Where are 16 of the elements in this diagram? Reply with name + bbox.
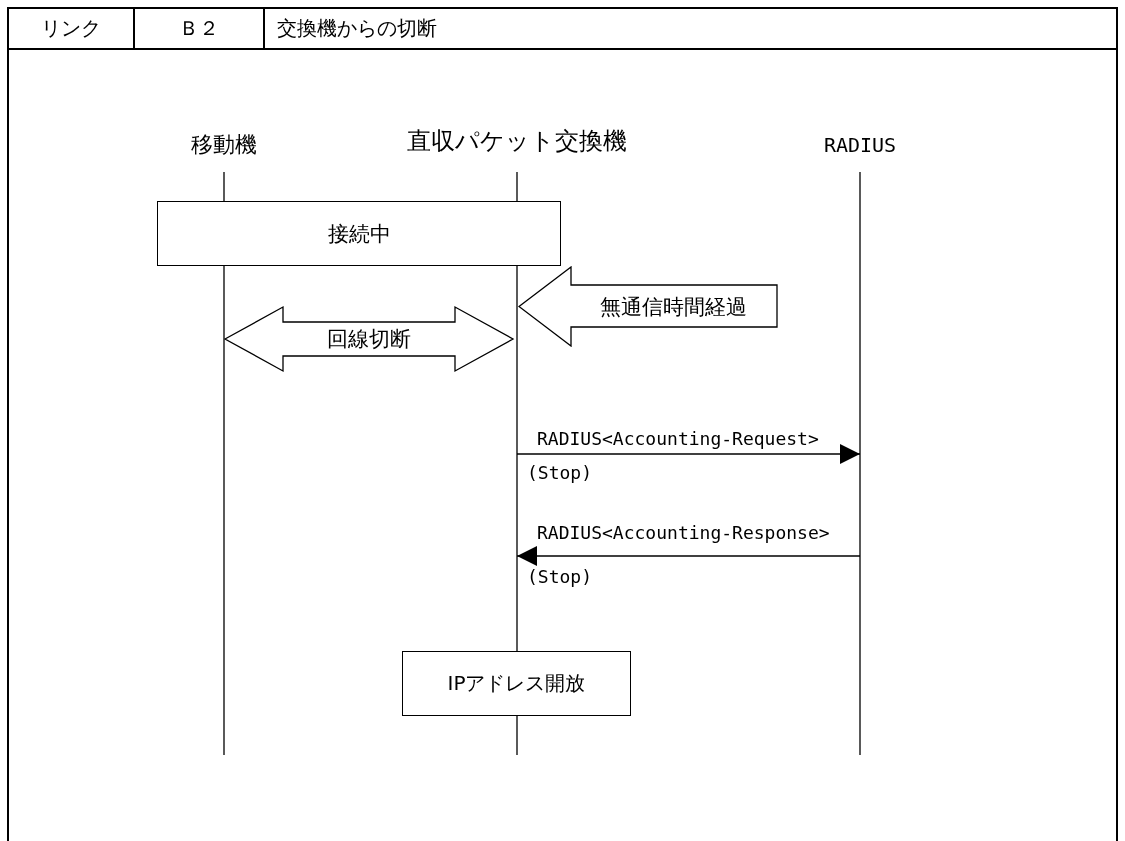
message-note: (Stop): [527, 462, 593, 484]
header-cell: Ｂ２: [135, 8, 265, 49]
message-arrow: [516, 444, 861, 464]
header-cell: リンク: [8, 8, 135, 49]
edge-label: RADIUS<Accounting-Request>: [537, 428, 819, 450]
edge-label: RADIUS<Accounting-Response>: [537, 522, 830, 544]
participant-label: RADIUS: [822, 132, 898, 159]
participant-label: 直収パケット交換機: [406, 126, 628, 157]
edge-label: 回線切断: [326, 326, 412, 353]
process-box: 接続中: [157, 201, 561, 266]
double-block-arrow: [223, 305, 515, 373]
header-cell-text: 交換機からの切断: [276, 15, 438, 42]
message-note: (Stop): [527, 566, 593, 588]
participant-label: 移動機: [190, 131, 258, 159]
block-arrow: 無通信時間経過: [518, 266, 778, 347]
message-arrow: [516, 546, 861, 566]
